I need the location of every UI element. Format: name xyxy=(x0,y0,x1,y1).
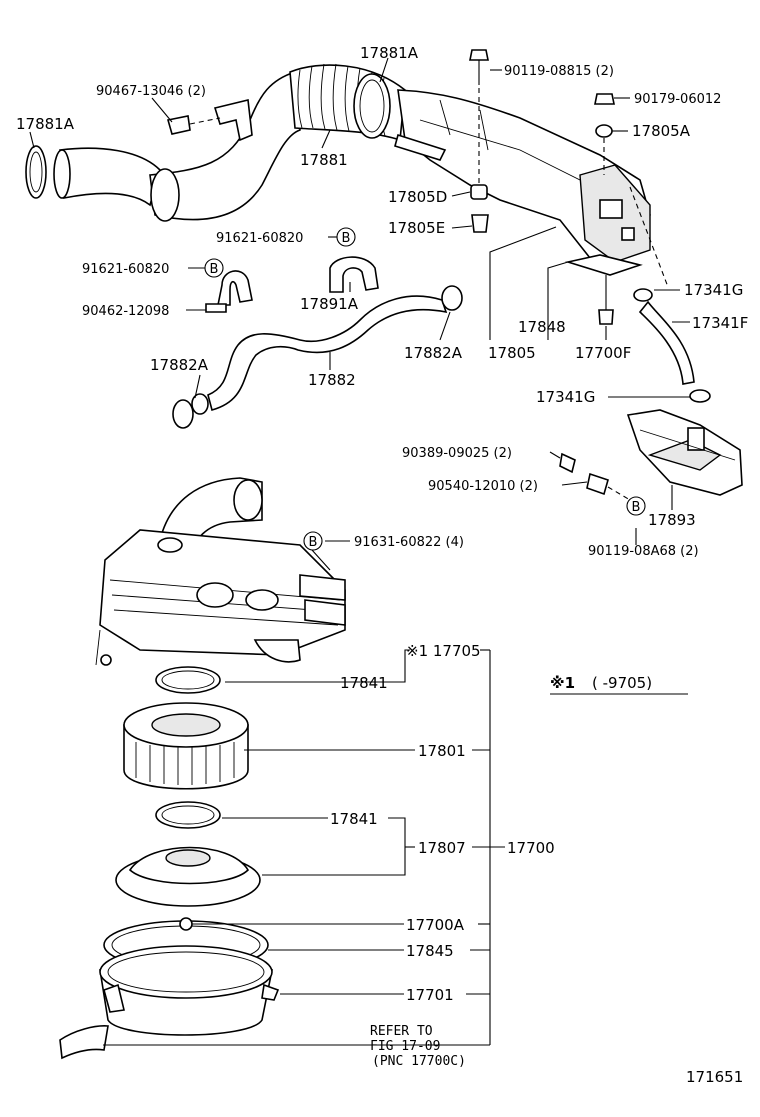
clip-90467 xyxy=(166,115,191,135)
label-90179: 90179-06012 xyxy=(634,92,721,107)
clamp-17341G-lower xyxy=(689,389,711,403)
bracket-90467 xyxy=(213,99,253,142)
label-90467: 90467-13046 (2) xyxy=(96,84,206,99)
gasket-17841-upper xyxy=(155,666,221,694)
clamp-17882A-right xyxy=(441,285,463,311)
label-91621-b: 91621-60820 xyxy=(82,262,169,277)
label-17700F: 17700F xyxy=(575,344,631,362)
label-17882A-left: 17882A xyxy=(150,356,209,374)
label-17805E: 17805E xyxy=(388,219,445,237)
nut-90179-06012 xyxy=(594,93,615,105)
clamp-17881A-left xyxy=(25,145,47,199)
clamp-17882A-left xyxy=(172,399,194,429)
resonator-17893 xyxy=(626,409,743,496)
clamp-17341G-upper xyxy=(633,288,653,302)
svg-text:B: B xyxy=(632,500,641,515)
label-17893: 17893 xyxy=(648,511,696,529)
plate-17807 xyxy=(115,846,261,907)
leader-lines xyxy=(29,57,690,1046)
bolt-90462-12098 xyxy=(205,303,227,313)
label-90389: 90389-09025 (2) xyxy=(402,446,512,461)
hose-17882-assembly xyxy=(172,256,463,429)
label-17700: 17700 xyxy=(507,839,555,857)
grommet-90540 xyxy=(586,472,609,496)
label-17848: 17848 xyxy=(518,318,566,336)
fitting-90389 xyxy=(559,452,576,474)
label-17881: 17881 xyxy=(300,151,348,169)
element-17801 xyxy=(123,702,249,790)
label-17882: 17882 xyxy=(308,371,356,389)
part-labels: 17881A 17881A 90467-13046 (2) 90119-0881… xyxy=(16,44,748,1004)
hose-17882 xyxy=(207,295,448,411)
svg-text:B: B xyxy=(309,535,318,550)
label-17341F: 17341F xyxy=(692,314,748,332)
svg-text:B: B xyxy=(210,262,219,277)
label-17805D: 17805D xyxy=(388,188,447,206)
label-17341G-b: 17341G xyxy=(536,388,595,406)
fittings-90389-90540 xyxy=(559,452,631,501)
refer-line-1: REFER TO xyxy=(370,1024,433,1039)
bolt-90119-08815 xyxy=(469,49,489,61)
refer-note: REFER TO FIG 17-09 (PNC 17700C) xyxy=(370,1024,466,1069)
hose-17341F xyxy=(638,300,695,385)
air-cleaner-cap-17705 xyxy=(95,477,346,666)
label-17845: 17845 xyxy=(406,942,454,960)
figure-number: 171651 xyxy=(686,1068,743,1086)
label-17891A: 17891A xyxy=(300,295,359,313)
case-17701 xyxy=(99,945,280,1036)
grommet-17805D xyxy=(470,184,488,200)
intake-pipe-left xyxy=(59,147,161,207)
label-91621-a: 91621-60820 xyxy=(216,231,303,246)
grommet-17805A xyxy=(595,124,613,138)
label-17881A-left: 17881A xyxy=(16,115,75,133)
fasteners-top-right xyxy=(469,49,643,325)
label-17881A-top: 17881A xyxy=(360,44,419,62)
refer-line-2: FIG 17-09 xyxy=(370,1039,440,1054)
label-90119-08815: 90119-08815 (2) xyxy=(504,64,614,79)
note-star: ※1 xyxy=(550,674,575,692)
label-17841-a: 17841 xyxy=(340,674,388,692)
label-90540: 90540-12010 (2) xyxy=(428,479,538,494)
gasket-17841-lower xyxy=(155,801,221,829)
note-range: ( -9705) xyxy=(592,674,652,692)
label-17701: 17701 xyxy=(406,986,454,1004)
production-note: ※1 ( -9705) xyxy=(550,674,688,695)
stud-17700F xyxy=(598,309,614,325)
collar-17805E xyxy=(471,214,489,233)
label-90462: 90462-12098 xyxy=(82,304,169,319)
ref-circle-b2: B xyxy=(204,258,224,278)
label-90119-08A68: 90119-08A68 (2) xyxy=(588,544,699,559)
ref-circle-b1: B xyxy=(336,227,356,247)
label-17805: 17805 xyxy=(488,344,536,362)
ref-circle-b3: B xyxy=(626,496,646,516)
label-17805A: 17805A xyxy=(632,122,691,140)
hose-17881-assembly xyxy=(25,63,651,263)
refer-arrow-swoosh xyxy=(59,1025,109,1060)
hose-17341F-assembly xyxy=(629,186,711,403)
intake-duct-curve xyxy=(149,70,301,221)
ref-circle-b4: B xyxy=(303,531,323,551)
label-17807: 17807 xyxy=(418,839,466,857)
gasket-17848 xyxy=(564,254,643,276)
label-17882A-right: 17882A xyxy=(404,344,463,362)
svg-text:B: B xyxy=(342,231,351,246)
label-17341G-a: 17341G xyxy=(684,281,743,299)
clamp-17881A-top xyxy=(353,73,391,139)
label-17705: ※1 17705 xyxy=(406,642,481,660)
label-91631: 91631-60822 (4) xyxy=(354,535,464,550)
label-17841-b: 17841 xyxy=(330,810,378,828)
label-17700A: 17700A xyxy=(406,916,465,934)
bracket-91621-left xyxy=(217,270,253,306)
label-17801: 17801 xyxy=(418,742,466,760)
refer-line-3: (PNC 17700C) xyxy=(372,1054,466,1069)
bracket-17891A xyxy=(329,256,379,293)
